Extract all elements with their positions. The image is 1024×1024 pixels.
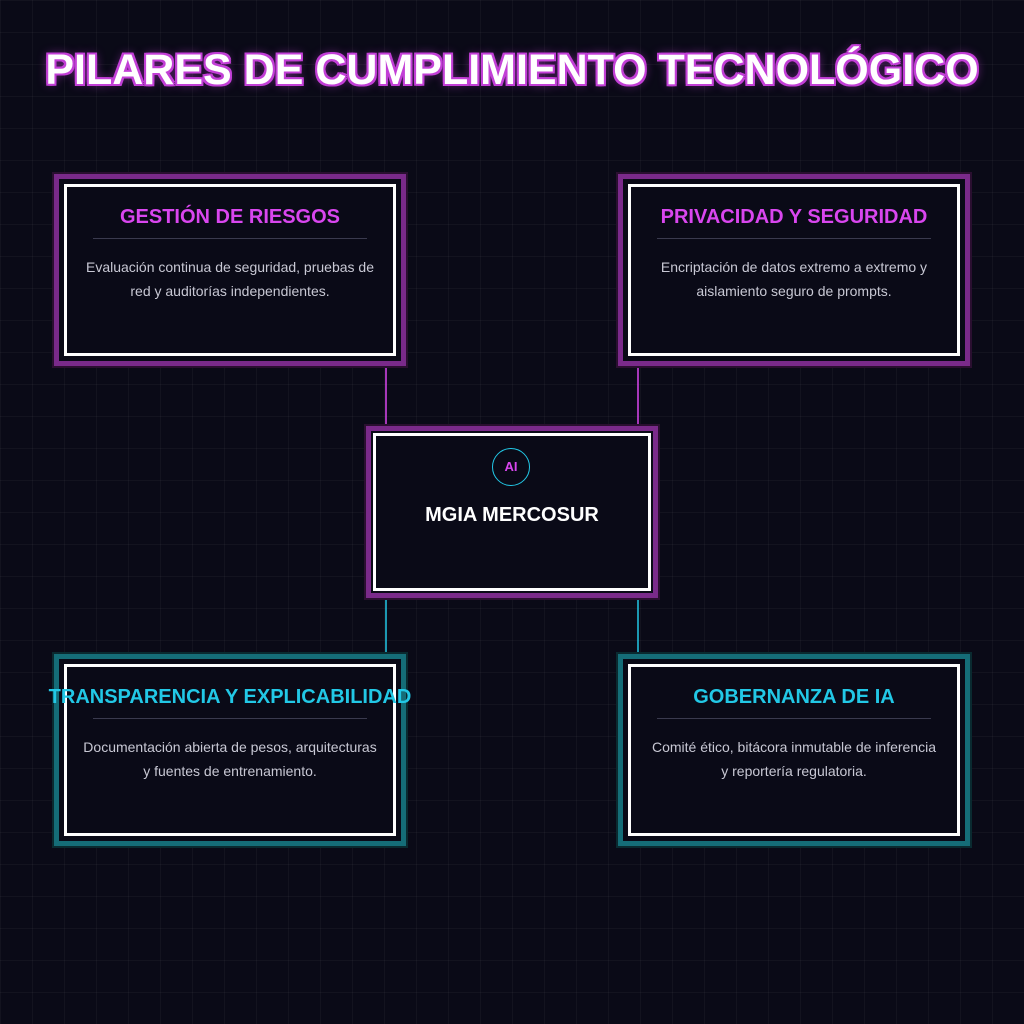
card-frame	[628, 664, 960, 836]
pillar-card-privacidad-seguridad: PRIVACIDAD Y SEGURIDAD Encriptación de d…	[618, 174, 970, 366]
center-label: MGIA MERCOSUR	[425, 504, 599, 526]
card-frame	[628, 184, 960, 356]
pillar-title: TRANSPARENCIA Y EXPLICABILIDAD	[48, 686, 412, 708]
center-frame	[373, 433, 651, 591]
page-title: PILARES DE CUMPLIMIENTO TECNOLÓGICO	[45, 46, 979, 94]
card-frame	[64, 184, 396, 356]
pillar-description: Documentación abierta de pesos, arquitec…	[83, 739, 377, 779]
pillar-card-gobernanza: GOBERNANZA DE IA Comité ético, bitácora …	[618, 654, 970, 846]
card-frame	[64, 664, 396, 836]
pillar-description: Comité ético, bitácora inmutable de infe…	[651, 739, 937, 779]
pillar-title: GOBERNANZA DE IA	[693, 686, 895, 708]
pillar-title: PRIVACIDAD Y SEGURIDAD	[660, 206, 928, 228]
divider	[657, 718, 931, 719]
center-node: AI MGIA MERCOSUR	[366, 426, 658, 598]
divider	[657, 238, 931, 239]
divider	[93, 238, 367, 239]
pillar-description: Evaluación continua de seguridad, prueba…	[86, 259, 374, 299]
pillar-description: Encriptación de datos extremo a extremo …	[660, 259, 928, 299]
pillar-card-gestion-riesgos: GESTIÓN DE RIESGOS Evaluación continua d…	[54, 174, 406, 366]
pillar-card-transparencia: TRANSPARENCIA Y EXPLICABILIDAD Documenta…	[49, 654, 411, 846]
divider	[93, 718, 367, 719]
pillar-title: GESTIÓN DE RIESGOS	[119, 206, 341, 228]
ai-icon: AI	[492, 448, 530, 486]
